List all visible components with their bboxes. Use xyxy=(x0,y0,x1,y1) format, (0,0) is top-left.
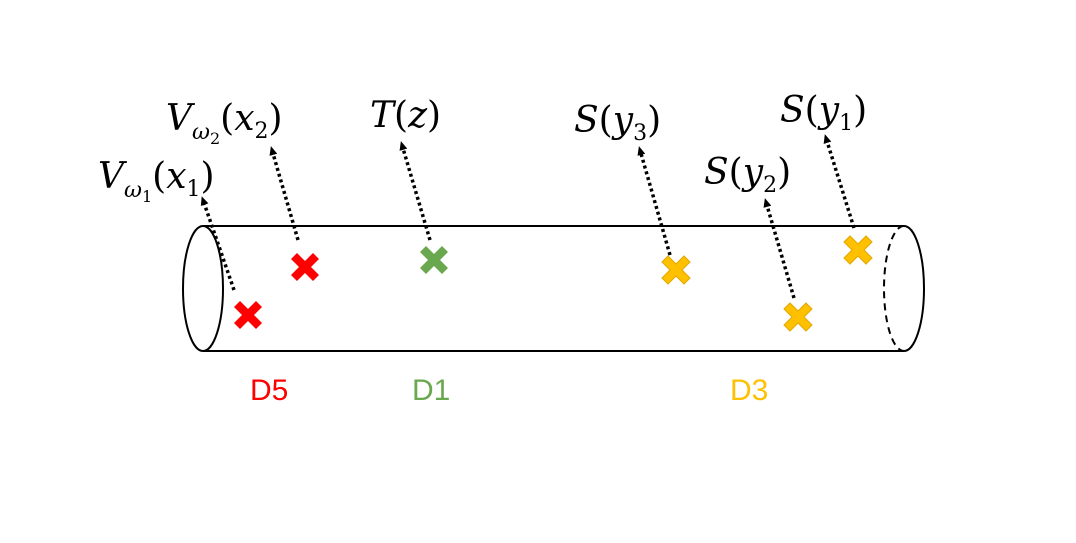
label-s-y1: S(y1) xyxy=(780,90,867,136)
arrow-to-t-z xyxy=(399,141,432,241)
red-x-marker xyxy=(234,301,262,329)
green-x-marker xyxy=(420,246,448,274)
red-x-marker xyxy=(291,253,319,281)
arrow-to-s-y3 xyxy=(637,146,672,256)
label-s-y2: S(y2) xyxy=(704,152,791,198)
markers xyxy=(234,235,873,332)
yellow-x-marker xyxy=(783,302,813,332)
pointer-arrows xyxy=(200,134,856,299)
region-label-d1: D1 xyxy=(412,374,450,407)
tube-right-end-back xyxy=(883,225,905,352)
label-s-y3: S(y3) xyxy=(574,100,661,146)
arrow-to-s-y2 xyxy=(763,198,796,299)
arrow-to-v-omega2 xyxy=(269,146,300,241)
arrow-to-s-y1 xyxy=(823,134,856,229)
arrow-to-v-omega1 xyxy=(200,196,236,291)
region-label-d3: D3 xyxy=(730,374,768,407)
label-v-omega2-x2: Vω2(x2) xyxy=(166,98,283,148)
tube-right-end-front xyxy=(903,225,925,352)
tube xyxy=(182,225,925,352)
label-v-omega1-x1: Vω1(x1) xyxy=(98,156,215,206)
tube-left-end xyxy=(182,225,224,352)
label-t-z: T(z) xyxy=(370,95,441,136)
yellow-x-marker xyxy=(843,235,873,265)
region-label-d5: D5 xyxy=(250,374,288,407)
yellow-x-marker xyxy=(661,255,691,285)
